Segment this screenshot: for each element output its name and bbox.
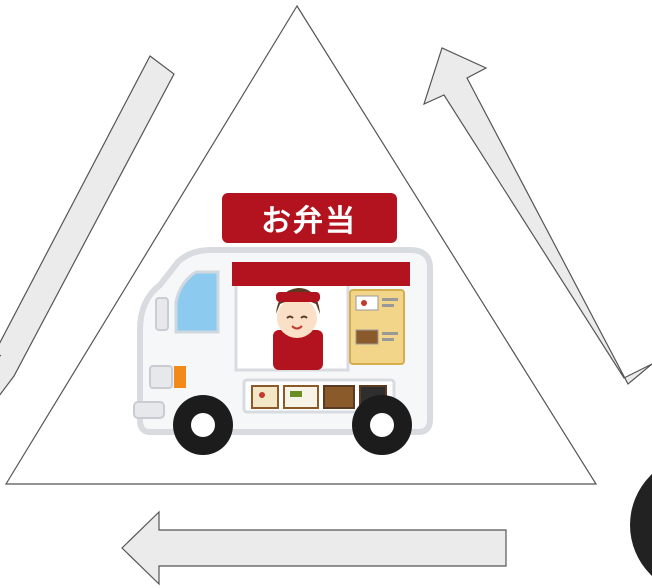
- cycle-arrow-right: [423, 47, 652, 385]
- sign-board: [222, 193, 397, 243]
- bento-box: [251, 385, 279, 409]
- headlight: [149, 365, 173, 389]
- bento-box: [323, 385, 355, 409]
- bumper: [133, 401, 165, 419]
- cab-window: [174, 270, 220, 334]
- front-wheel: [173, 395, 233, 455]
- food-truck-illustration: お弁当: [133, 193, 433, 455]
- side-marker: [174, 366, 186, 388]
- cycle-arrow-bottom: [121, 510, 507, 586]
- cycle-arrow-left: [0, 55, 175, 396]
- cab-door-handle: [155, 297, 169, 331]
- awning: [232, 262, 410, 286]
- sign-text: お弁当: [261, 204, 357, 239]
- vendor-person: [273, 288, 323, 370]
- rear-wheel: [352, 395, 412, 455]
- dark-circle-partial: [630, 474, 652, 576]
